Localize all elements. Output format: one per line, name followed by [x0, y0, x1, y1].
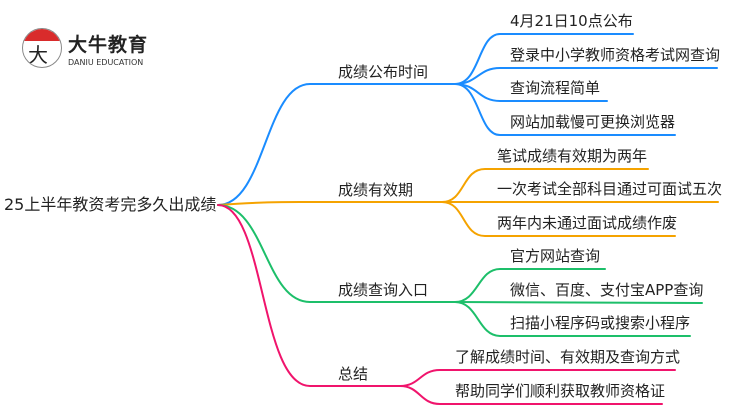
leaf-label: 登录中小学教师资格考试网查询	[510, 46, 721, 64]
branch-label: 成绩查询入口	[338, 281, 429, 299]
connector-leaf-1-2	[454, 67, 718, 85]
logo-subtitle: DANIU EDUCATION	[68, 57, 144, 67]
leaf-label: 了解成绩时间、有效期及查询方式	[455, 348, 681, 366]
connector-leaf-4-1	[399, 369, 676, 387]
connector-leaf-1-4	[454, 83, 676, 136]
logo-name: 大牛教育	[68, 33, 149, 56]
leaf-label: 网站加载慢可更换浏览器	[510, 113, 676, 131]
connector-leaf-4-2	[399, 385, 663, 405]
branch-label: 成绩有效期	[338, 181, 414, 199]
branch-label: 成绩公布时间	[338, 63, 429, 81]
connector-leaf-3-2	[454, 301, 703, 304]
connector-leaf-2-3	[441, 201, 676, 237]
leaf-label: 微信、百度、支付宝APP查询	[510, 281, 704, 299]
leaf-label: 一次考试全部科目通过可面试五次	[497, 180, 723, 198]
connector-branch-4	[217, 204, 401, 387]
leaf-label: 帮助同学们顺利获取教师资格证	[455, 382, 666, 400]
connector-branch-3	[217, 204, 456, 303]
leaf-label: 两年内未通过面试成绩作废	[497, 214, 678, 232]
connector-branch-2	[217, 201, 443, 206]
branch-label: 总结	[338, 365, 369, 383]
connector-leaf-2-1	[441, 168, 649, 203]
root-node: 25上半年教资考完多久出成绩	[4, 195, 217, 214]
leaf-label: 查询流程简单	[510, 79, 601, 97]
connector-branch-1	[217, 83, 456, 206]
leaf-label: 4月21日10点公布	[510, 12, 633, 30]
connector-leaf-1-1	[454, 33, 634, 85]
logo-mark-icon: 大牛	[22, 28, 62, 68]
leaf-label: 笔试成绩有效期为两年	[497, 147, 648, 165]
logo: 大牛 大牛教育 DANIU EDUCATION	[22, 28, 148, 68]
connector-leaf-3-1	[454, 268, 606, 303]
connector-leaf-3-3	[454, 301, 691, 337]
leaf-label: 官方网站查询	[510, 247, 601, 265]
leaf-label: 扫描小程序码或搜索小程序	[510, 314, 691, 332]
